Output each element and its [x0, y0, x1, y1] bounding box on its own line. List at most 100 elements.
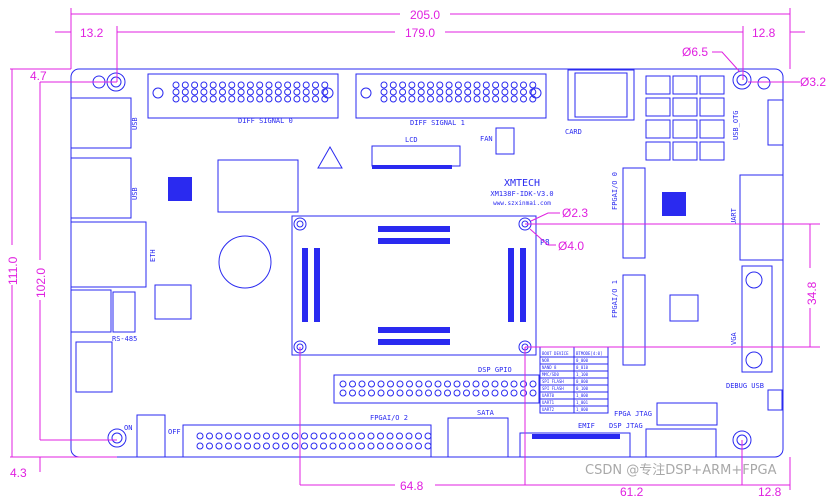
- pin: [399, 88, 407, 96]
- pin: [415, 432, 422, 440]
- pin: [399, 81, 407, 89]
- pin: [349, 389, 356, 397]
- pin: [253, 432, 261, 440]
- pin: [219, 95, 226, 103]
- pin: [406, 380, 413, 388]
- boot-table-cell: 1_001: [576, 400, 589, 405]
- pin: [520, 380, 527, 388]
- pin: [302, 81, 310, 89]
- pin: [291, 432, 299, 440]
- pin: [321, 95, 329, 103]
- pin: [321, 88, 329, 96]
- pin: [417, 88, 425, 96]
- pin: [501, 81, 509, 89]
- pin: [181, 88, 189, 96]
- pin: [377, 432, 384, 440]
- diff-signal-1-label: DIFF SIGNAL 1: [410, 119, 465, 127]
- dim-module-to-right-hole: 61.2: [620, 485, 644, 498]
- diff-signal-1-connector: DIFF SIGNAL 1: [355, 73, 547, 127]
- pin: [209, 81, 217, 89]
- pin: [274, 81, 282, 89]
- pin: [329, 442, 337, 450]
- phy-chip: [168, 177, 192, 201]
- pin: [246, 95, 254, 103]
- pin: [209, 95, 217, 103]
- boot-table-cell: UART0: [542, 393, 555, 398]
- pin: [473, 81, 481, 89]
- boot-table-cell: 0_010: [576, 365, 589, 370]
- pin: [368, 389, 375, 397]
- pin: [405, 442, 413, 450]
- pin: [417, 81, 425, 89]
- pin: [454, 81, 462, 89]
- inductor: [645, 75, 671, 95]
- pin: [482, 380, 489, 388]
- pin: [436, 88, 444, 96]
- pin: [529, 88, 537, 96]
- pin: [246, 81, 254, 89]
- usb-connector-1: USB: [70, 97, 139, 149]
- pin: [301, 442, 308, 450]
- mounting-hole-bottom-left: [107, 428, 127, 448]
- off-label: OFF: [168, 428, 181, 436]
- pin: [301, 432, 308, 440]
- pin: [501, 95, 509, 103]
- power-jack: [75, 341, 113, 393]
- dsp-jtag-header: [645, 428, 717, 458]
- pin: [172, 81, 180, 89]
- battery-holder: [218, 235, 272, 289]
- dim-module-hole-spacing-y: 34.8: [805, 281, 819, 305]
- pin: [215, 432, 223, 440]
- pin: [427, 95, 434, 103]
- pin: [445, 95, 453, 103]
- fpga-io-0-header: FPGAI/O 0: [611, 167, 646, 259]
- pin: [425, 389, 432, 397]
- pin: [473, 88, 481, 96]
- pin: [329, 432, 337, 440]
- pin: [358, 380, 366, 388]
- pin: [482, 389, 489, 397]
- inductor: [699, 97, 725, 117]
- dim-overall-width: 205.0: [410, 8, 440, 22]
- pin: [377, 389, 385, 397]
- pin: [358, 432, 365, 440]
- pin: [510, 81, 518, 89]
- pin: [444, 389, 451, 397]
- pin: [244, 432, 251, 440]
- pin: [501, 380, 508, 388]
- pin: [380, 88, 388, 96]
- pin: [380, 95, 388, 103]
- lcd-pins: [372, 165, 452, 169]
- pin: [454, 88, 462, 96]
- pin: [520, 389, 527, 397]
- pin: [510, 380, 518, 388]
- emif-label: EMIF: [578, 422, 595, 430]
- lcd-label: LCD: [405, 136, 418, 144]
- pin: [282, 432, 289, 440]
- component-grid-top-right: [645, 75, 725, 161]
- pin: [464, 88, 472, 96]
- pin: [520, 88, 527, 96]
- inductor: [645, 141, 671, 161]
- boot-table-cell: BOOT DEVICE: [542, 351, 569, 356]
- fpga-io-1-label: FPGAI/O 1: [611, 280, 619, 318]
- pin: [339, 380, 347, 388]
- pin: [272, 442, 280, 450]
- pin: [406, 389, 413, 397]
- pin: [425, 380, 432, 388]
- pin: [206, 432, 213, 440]
- pin: [453, 380, 461, 388]
- pin: [272, 432, 280, 440]
- pin: [321, 81, 329, 89]
- fpga-jtag-label: FPGA JTAG: [614, 410, 652, 418]
- pin: [320, 442, 327, 450]
- dim-left-hole-offset: 13.2: [80, 26, 104, 40]
- emif-pins: [532, 434, 620, 439]
- dim-hole-diameter: Ø3.2: [800, 75, 826, 89]
- boot-table-cell: 0_000: [576, 379, 589, 384]
- dim-module-hole-spacing-x: 64.8: [400, 479, 424, 493]
- eth-label: ETH: [149, 249, 157, 262]
- pin: [520, 81, 527, 89]
- inductor: [645, 97, 671, 117]
- vga-connector: VGA: [730, 265, 773, 373]
